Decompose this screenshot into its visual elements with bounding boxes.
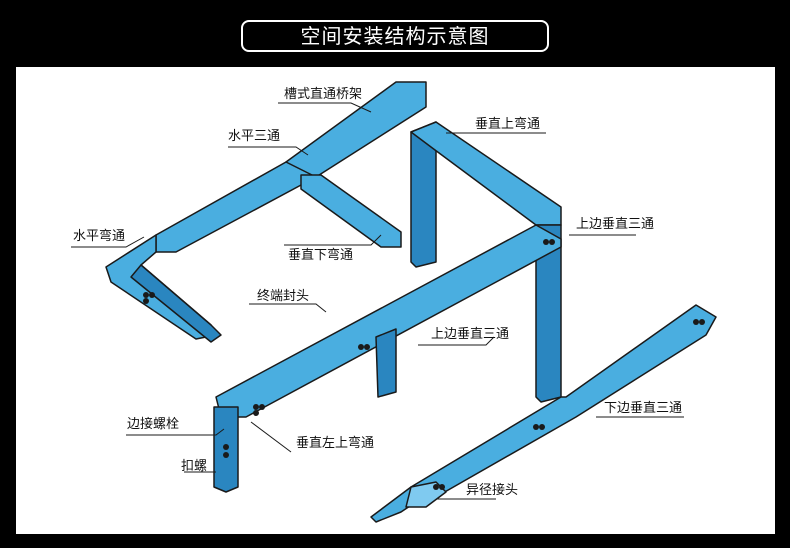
label-vertical-left-up-bend: 垂直左上弯通	[296, 436, 375, 451]
label-upper-side-vertical-tee-mid: 上边垂直三通	[431, 327, 510, 342]
label-upper-side-vertical-tee-right: 上边垂直三通	[576, 217, 655, 232]
bolt-marks	[143, 239, 705, 490]
label-trough-straight: 槽式直通桥架	[284, 87, 363, 102]
label-horizontal-tee: 水平三通	[228, 129, 281, 144]
end-cap-branch	[130, 264, 222, 343]
label-reducer: 异径接头	[466, 483, 519, 498]
right-vertical-column	[535, 224, 562, 403]
label-vertical-up-bend: 垂直上弯通	[475, 117, 541, 132]
label-clasp-bolt: 扣螺	[181, 459, 208, 474]
label-lower-side-vertical-tee: 下边垂直三通	[604, 401, 683, 416]
label-horizontal-bend: 水平弯通	[73, 229, 126, 244]
horizontal-tee-tray	[155, 161, 317, 253]
tee-branch-tray	[300, 174, 402, 248]
middle-drop-column	[375, 328, 397, 398]
diagram-canvas: 槽式直通桥架 水平三通 垂直上弯通 水平弯通 垂直下弯通 上边垂直三通 终端封头…	[16, 67, 775, 534]
leader-lines	[71, 102, 684, 500]
label-edge-bolt: 边接螺栓	[127, 417, 180, 432]
label-vertical-down-bend: 垂直下弯通	[288, 248, 354, 263]
label-end-cap: 终端封头	[257, 289, 310, 304]
cable-tray-diagram	[71, 81, 717, 523]
page-title: 空间安装结构示意图	[241, 20, 549, 52]
